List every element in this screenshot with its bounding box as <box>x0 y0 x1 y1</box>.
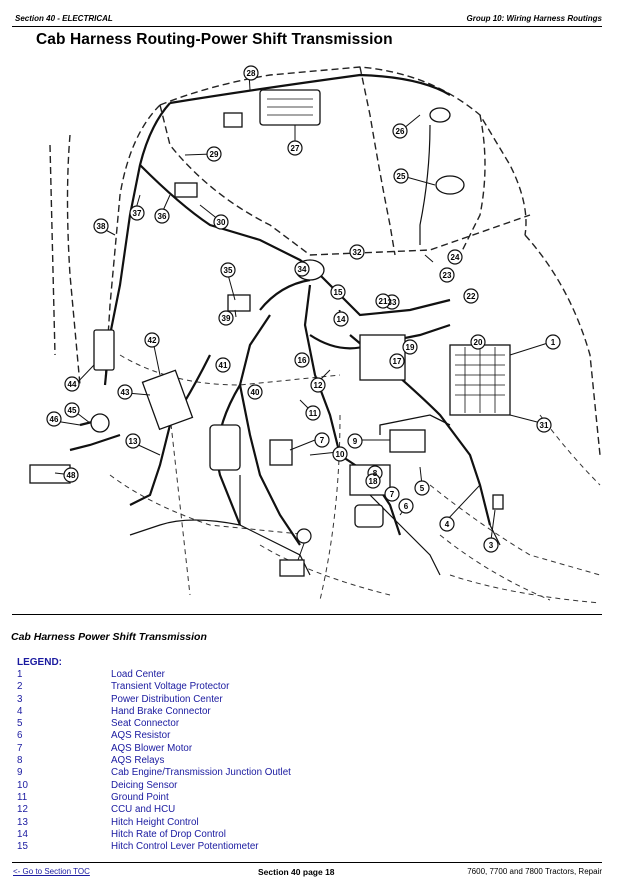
callout-39: 40 <box>251 388 260 397</box>
manual-title: 7600, 7700 and 7800 Tractors, Repair <box>467 867 602 876</box>
section-header: Section 40 - ELECTRICAL <box>15 14 113 23</box>
callout-19: 19 <box>406 343 415 352</box>
callout-42: 43 <box>121 388 130 397</box>
callout-43: 44 <box>68 380 77 389</box>
callout-24: 24 <box>451 253 460 262</box>
callout-3: 3 <box>489 541 494 550</box>
callout-14: 14 <box>337 315 346 324</box>
callout-17: 17 <box>393 357 402 366</box>
callout-9: 9 <box>353 437 358 446</box>
callout-30: 30 <box>217 218 226 227</box>
callout-18: 18 <box>369 477 378 486</box>
callout-22: 22 <box>467 292 476 301</box>
callout-4: 4 <box>445 520 450 529</box>
figure-rule <box>12 614 602 615</box>
section-toc-link[interactable]: <- Go to Section TOC <box>13 867 90 876</box>
callout-5: 5 <box>420 484 425 493</box>
page-number: Section 40 page 18 <box>258 867 335 877</box>
callout-15: 15 <box>334 288 343 297</box>
callout-2: 31 <box>540 421 549 430</box>
callout-33: 34 <box>298 265 307 274</box>
page-title: Cab Harness Routing-Power Shift Transmis… <box>36 31 393 48</box>
callout-34: 35 <box>224 266 233 275</box>
footer-rule <box>12 862 602 863</box>
callout-45: 46 <box>50 415 59 424</box>
callout-28: 28 <box>247 69 256 78</box>
callout-27: 27 <box>291 144 300 153</box>
figure-caption: Cab Harness Power Shift Transmission <box>11 631 207 643</box>
harness-routing-diagram: 1 31 3 4 5 6 7 7 8 9 10 11 12 16 14 15 1… <box>29 65 601 604</box>
callout-29: 29 <box>210 150 219 159</box>
callout-20: 20 <box>474 338 483 347</box>
callout-1: 1 <box>551 338 556 347</box>
callout-23: 23 <box>443 271 452 280</box>
callout-31: 32 <box>353 248 362 257</box>
callout-40: 41 <box>219 361 228 370</box>
callout-10: 10 <box>336 450 345 459</box>
callout-7: 7 <box>320 436 325 445</box>
group-header: Group 10: Wiring Harness Routings <box>466 14 603 23</box>
callout-35: 36 <box>158 212 167 221</box>
callout-8: 8 <box>373 469 378 478</box>
callout-41: 42 <box>148 336 157 345</box>
callout-44: 45 <box>68 406 77 415</box>
callout-12: 12 <box>314 381 323 390</box>
callout-25: 25 <box>397 172 406 181</box>
callout-46: 48 <box>67 471 76 480</box>
callout-47: 13 <box>129 437 138 446</box>
callout-21: 21 <box>379 297 388 306</box>
callout-7b: 7 <box>390 490 395 499</box>
legend-title: LEGEND: <box>17 657 62 668</box>
header-rule <box>12 26 602 27</box>
callout-38: 39 <box>222 314 231 323</box>
callout-11: 11 <box>309 409 318 418</box>
callout-26: 26 <box>396 127 405 136</box>
callout-16: 16 <box>298 356 307 365</box>
callout-37: 38 <box>97 222 106 231</box>
callout-6: 6 <box>404 502 409 511</box>
callout-32: 33 <box>388 298 397 307</box>
callout-36: 37 <box>133 209 142 218</box>
